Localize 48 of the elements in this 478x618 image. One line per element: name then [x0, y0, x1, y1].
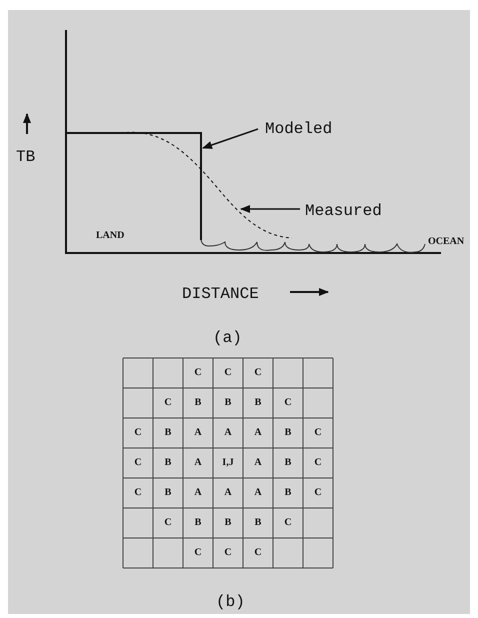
panel-label: (b) [216, 594, 245, 610]
grid-letter: B [254, 518, 262, 528]
axis-label: TB [16, 149, 36, 165]
grid-letter: C [164, 398, 172, 408]
grid-letter: C [164, 518, 172, 528]
grid-letter: C [194, 548, 202, 558]
grid-letter: A [254, 458, 262, 468]
callout-label: Modeled [265, 121, 332, 137]
grid-letter: C [314, 458, 322, 468]
grid-letter: C [134, 488, 142, 498]
grid-letter: C [314, 488, 322, 498]
grid-letter: B [194, 398, 202, 408]
grid-letter: C [224, 368, 232, 378]
callout-label: Measured [305, 203, 382, 219]
leader-line [202, 128, 258, 149]
grid-letter: A [254, 428, 262, 438]
grid-letter: B [284, 428, 292, 438]
grid-letter: B [164, 428, 172, 438]
grid-letter: A [254, 488, 262, 498]
grid-letter: C [224, 548, 232, 558]
grid-letter: C [314, 428, 322, 438]
panel-label: (a) [213, 330, 242, 346]
region-label: LAND [96, 231, 124, 241]
grid-letter: C [134, 458, 142, 468]
grid-letter: I,J [222, 458, 234, 468]
grid-letter: C [194, 368, 202, 378]
grid-letter: C [134, 428, 142, 438]
grid-letter: A [194, 428, 202, 438]
region-label: OCEAN [428, 237, 464, 247]
grid-letter: C [284, 518, 292, 528]
grid-letter: B [284, 458, 292, 468]
grid-letter: B [284, 488, 292, 498]
grid-letter: B [164, 458, 172, 468]
grid-letter: B [224, 398, 232, 408]
modeled-step-line [66, 132, 202, 240]
grid-letter: C [284, 398, 292, 408]
grid-letter: C [254, 548, 262, 558]
axis-label: DISTANCE [182, 286, 259, 302]
grid-letter: A [194, 458, 202, 468]
grid-letter: A [224, 428, 232, 438]
grid-letter: B [224, 518, 232, 528]
grid-letter: B [164, 488, 172, 498]
leader-line [240, 205, 300, 213]
grid-letter: A [224, 488, 232, 498]
grid-letter: B [194, 518, 202, 528]
grid-letter: A [194, 488, 202, 498]
grid-letter: C [254, 368, 262, 378]
grid-letter: B [254, 398, 262, 408]
